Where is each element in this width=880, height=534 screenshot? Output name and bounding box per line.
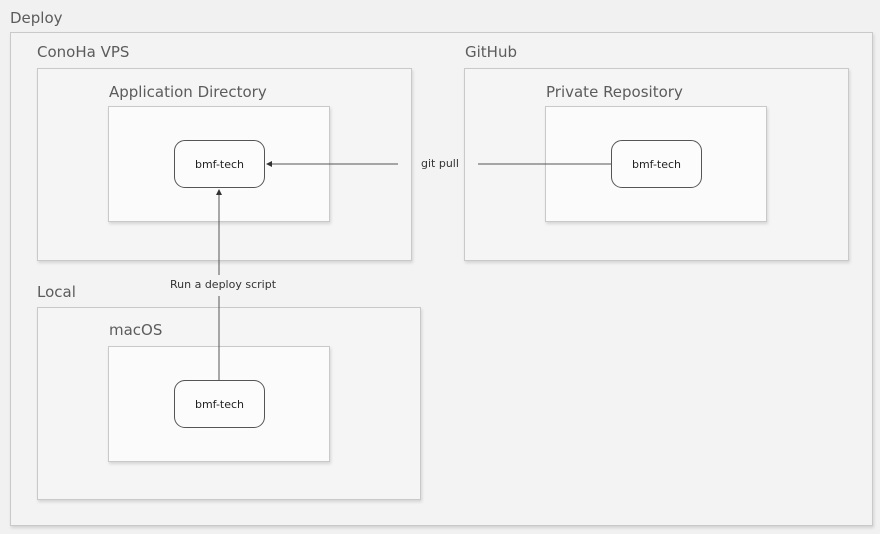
deploy-script-label: Run a deploy script <box>170 278 277 291</box>
private-repository-title: Private Repository <box>546 83 683 101</box>
macos-title: macOS <box>109 321 163 339</box>
github-bmf-tech-node: bmf-tech <box>611 140 702 188</box>
git-pull-label: git pull <box>421 157 459 170</box>
local-title: Local <box>37 283 76 301</box>
vps-bmf-tech-node: bmf-tech <box>174 140 265 188</box>
application-directory-title: Application Directory <box>109 83 267 101</box>
local-bmf-tech-node: bmf-tech <box>174 380 265 428</box>
github-title: GitHub <box>465 43 517 61</box>
deploy-title: Deploy <box>10 9 63 27</box>
conoha-vps-title: ConoHa VPS <box>37 43 130 61</box>
